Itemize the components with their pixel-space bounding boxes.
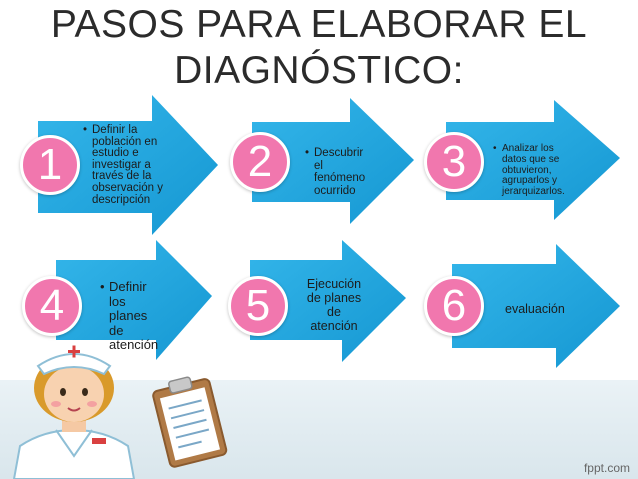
step-1-number-badge: 1	[20, 135, 80, 195]
step-4-text: Definir los planes de atención	[100, 279, 158, 353]
step-6-arrow	[452, 244, 620, 368]
step-2-text: Descubrir el fenómeno ocurrido	[305, 147, 365, 197]
step-3: 3 Analizar los datos que se obtuvieron, …	[414, 100, 624, 250]
step-4-number-badge: 4	[22, 276, 82, 336]
step-3-number-badge: 3	[424, 132, 484, 192]
nurse-illustration	[12, 345, 136, 479]
step-4: 4 Definir los planes de atención	[12, 240, 222, 390]
watermark: fppt.com	[583, 461, 630, 475]
step-1-text: Definir la población en estudio e invest…	[83, 124, 163, 206]
step-6: 6 evaluación	[412, 240, 622, 390]
step-2: 2 Descubrir el fenómeno ocurrido	[222, 98, 432, 248]
step-5-arrow	[250, 240, 406, 362]
step-6-text: evaluación	[505, 302, 565, 316]
nurse-badge-icon	[92, 438, 106, 444]
title-line-2: DIAGNÓSTICO:	[174, 49, 464, 92]
step-5: 5 Ejecución de planes de atención	[216, 240, 426, 390]
step-6-number-badge: 6	[424, 276, 484, 336]
step-5-text: Ejecución de planes de atención	[306, 277, 362, 333]
page-title: PASOS PARA ELABORAR EL DIAGNÓSTICO:	[0, 2, 638, 94]
step-1: 1 Definir la población en estudio e inve…	[12, 95, 222, 245]
step-2-number-badge: 2	[230, 132, 290, 192]
step-5-number-badge: 5	[228, 276, 288, 336]
title-line-1: PASOS PARA ELABORAR EL	[50, 3, 588, 46]
clipboard-icon	[152, 376, 228, 468]
step-3-text: Analizar los datos que se obtuvieron, ag…	[493, 143, 565, 198]
